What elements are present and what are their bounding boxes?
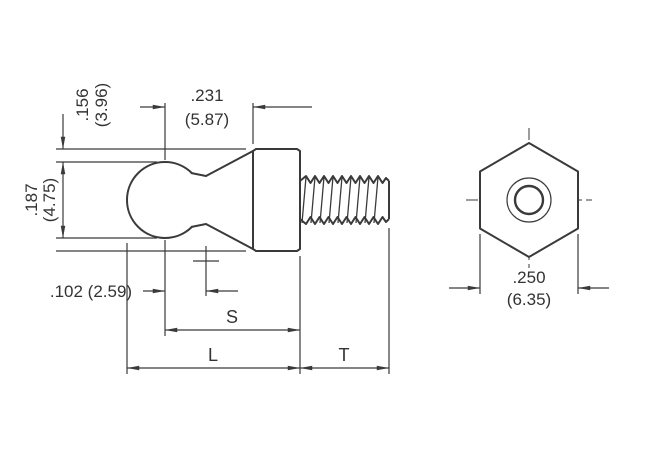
dim-156-mm-label: (3.96) [92, 83, 111, 127]
thread-major-circle [506, 177, 552, 223]
neck-top-edge [190, 150, 254, 177]
dim-156-in-label: .156 [73, 88, 92, 121]
neck-fill [191, 151, 253, 249]
extension-lines [479, 234, 579, 294]
dim-t-label: T [339, 345, 350, 365]
dim-ball-to-hex: .231 (5.87) [140, 86, 312, 129]
dim-t: T [300, 345, 389, 371]
dim-231-in-label: .231 [190, 86, 223, 105]
dim-s: S [165, 307, 300, 333]
hex-body-side [252, 148, 301, 252]
dim-250-in-label: .250 [512, 268, 545, 287]
extension-lines [56, 103, 390, 374]
dim-hex-width: .250 (6.35) [449, 234, 609, 309]
dim-102-label: .102 (2.59) [50, 282, 132, 301]
thread-flank-lines [301, 176, 379, 224]
thread-bottom-profile [299, 216, 390, 225]
dim-187-in-label: .187 [22, 183, 41, 216]
dim-231-mm-label: (5.87) [185, 110, 229, 129]
dim-l-label: L [208, 345, 218, 365]
dim-neck-top: .156 (3.96) [60, 83, 111, 149]
end-view: .250 (6.35) [449, 128, 609, 309]
dim-neck-offset: .102 (2.59) [50, 282, 238, 301]
dim-187-mm-label: (4.75) [40, 178, 59, 222]
side-view: .156 (3.96) .187 (4.75) .231 (5.87) .102… [22, 83, 390, 374]
thread [299, 175, 390, 225]
dim-ball-dia: .187 (4.75) [22, 162, 66, 238]
thread-minor-circle [513, 184, 545, 216]
hexagon-outline [479, 142, 579, 258]
thread-top-profile [299, 175, 390, 184]
dim-250-mm-label: (6.35) [507, 290, 551, 309]
neck-bottom-edge [190, 223, 254, 250]
dim-l: L [127, 345, 300, 371]
dim-s-label: S [226, 307, 238, 327]
